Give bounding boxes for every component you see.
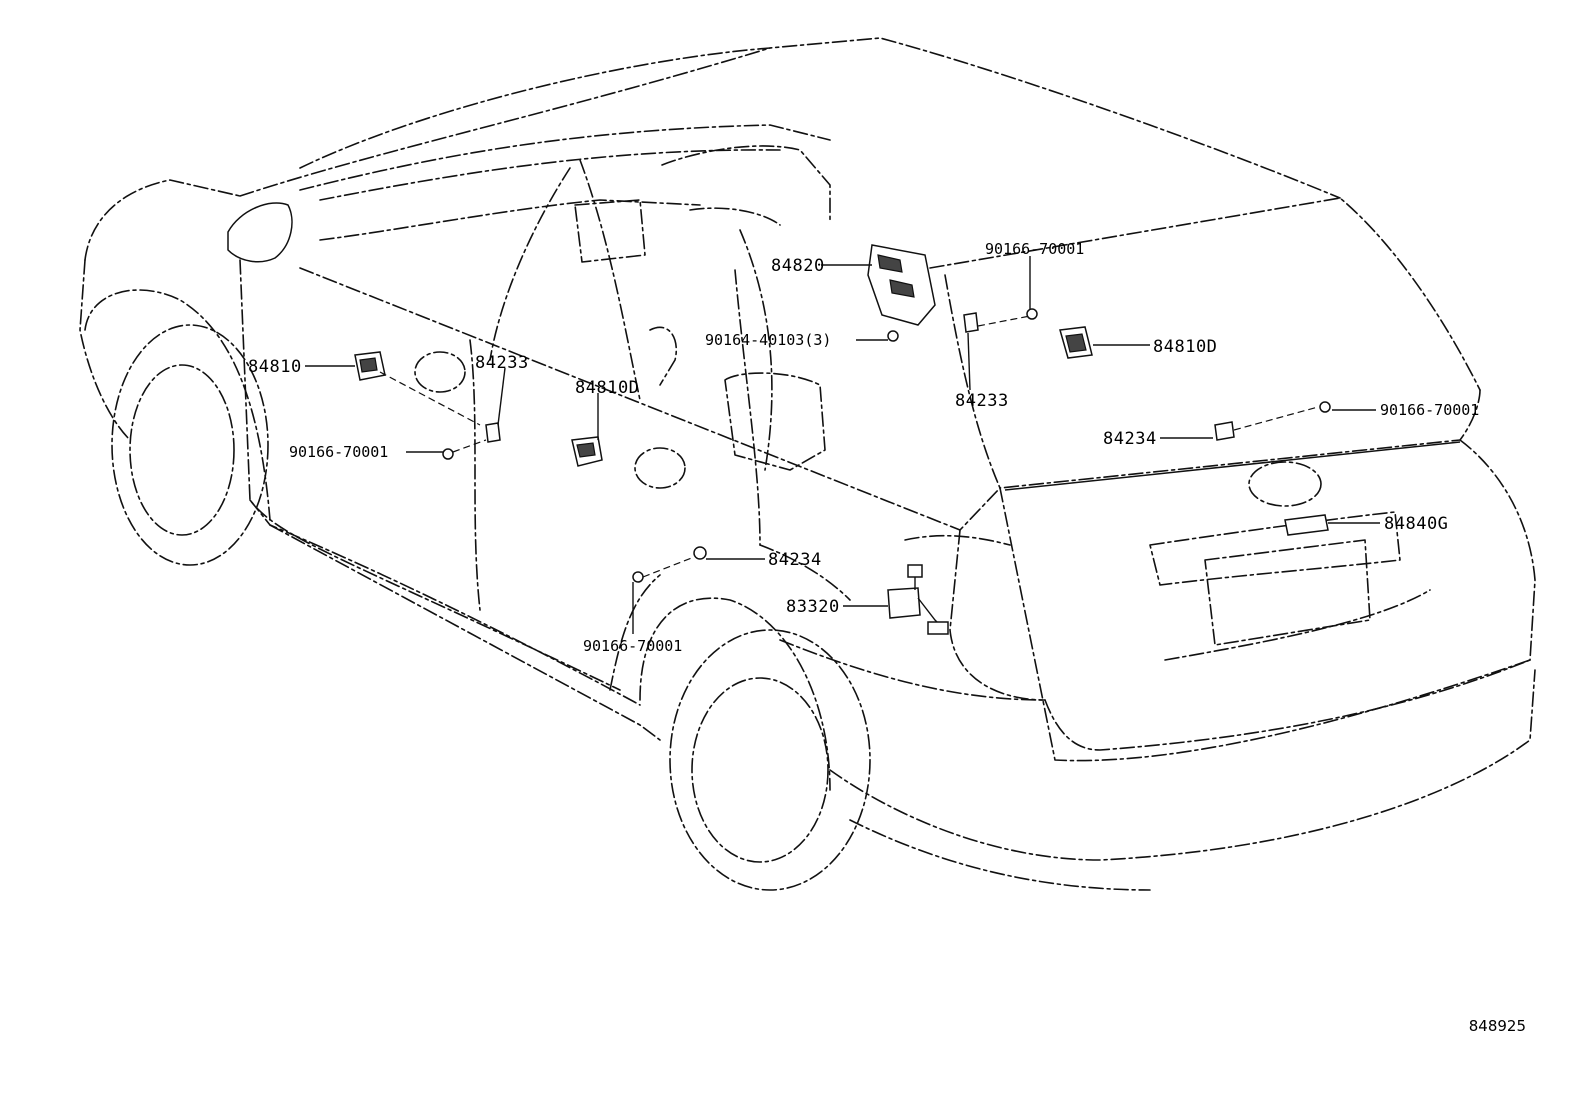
screw-icon [632,571,644,583]
callout-90166-70001-left: 90166-70001 [289,443,388,461]
callout-84840g: 84840G [1384,514,1448,534]
callout-84233-right: 84233 [955,391,1009,411]
screw-icon [442,448,454,460]
part-switch-84810-front[interactable] [354,351,386,381]
screw-icon [887,330,899,342]
screw-icon [1319,401,1331,413]
leader-lines [305,256,1380,634]
callout-84820: 84820 [771,256,825,276]
part-switch-84840g[interactable] [1284,514,1329,536]
callout-84810d-door: 84810D [575,378,639,398]
part-sensor-84234-lower[interactable] [693,546,707,560]
callout-84234-lower: 84234 [768,550,822,570]
diagram-reference-code: 848925 [1468,1017,1526,1035]
part-switch-84810d-rear-door[interactable] [571,436,603,467]
callout-90166-70001-bottom: 90166-70001 [583,637,682,655]
callout-90164-40103: 90164-40103(3) [705,331,831,349]
callout-labels: 84820 90166-70001 90164-40103(3) 84810D … [248,240,1479,655]
part-switch-84810d-right[interactable] [1059,326,1093,359]
screw-icons [442,308,1331,583]
part-master-switch[interactable] [867,244,936,326]
callout-84233-left: 84233 [475,353,529,373]
callout-90166-70001-top: 90166-70001 [985,240,1084,258]
screw-icon [1026,308,1038,320]
part-sensor-84234-right[interactable] [1214,421,1235,441]
part-clip-84233-left[interactable] [485,422,501,443]
callout-84810: 84810 [248,357,302,377]
part-module-83320[interactable] [887,564,949,635]
callout-84810d-right: 84810D [1153,337,1217,357]
vehicle-body-outline [79,37,1536,891]
callout-84234-right: 84234 [1103,429,1157,449]
callout-83320: 83320 [786,597,840,617]
callout-90166-70001-right: 90166-70001 [1380,401,1479,419]
part-clip-84233-right[interactable] [963,312,979,333]
